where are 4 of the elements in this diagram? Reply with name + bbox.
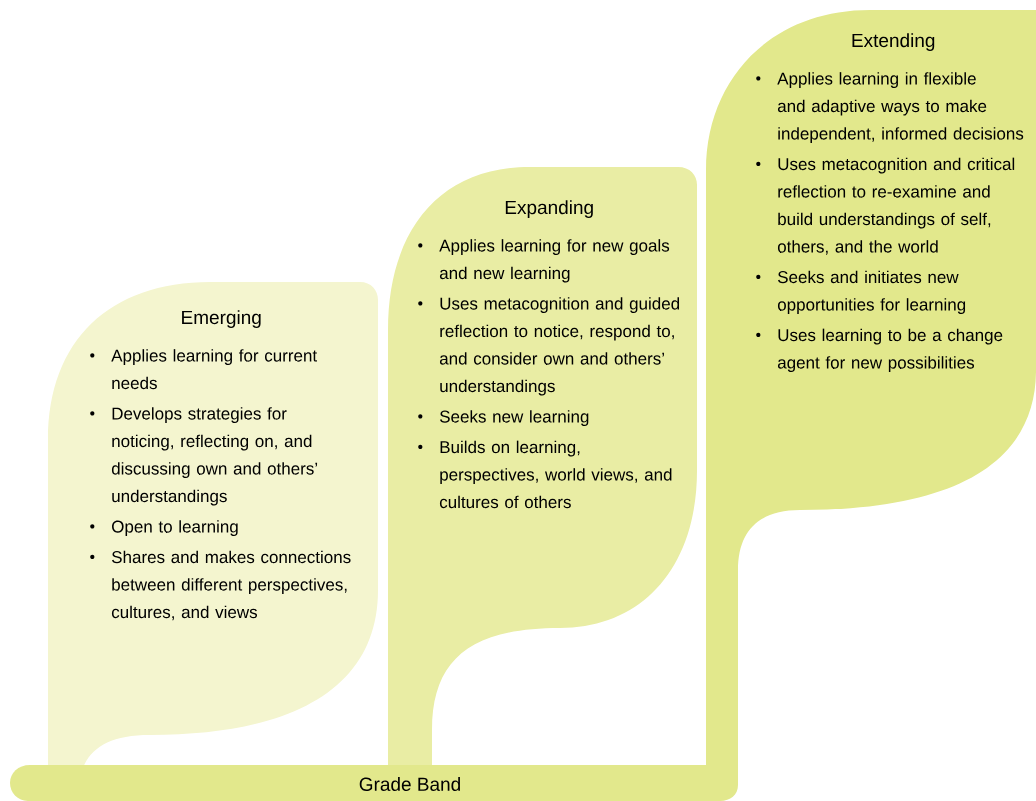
leaf-panel: Extending Applies learning in flexible and adaptive ways to make independent, informed decisions Uses metacognition and critical reflection to re-examine and build understandings of self, others, and the world Seeks and initiates new opportunities for learning Uses learning to be a change agent for new possibilities xyxy=(706,10,1036,770)
grade-band-bar: Grade Band xyxy=(10,765,738,801)
leaf-panel: Expanding Applies learning for new goals and new learning Uses metacognition and guided reflection to notice, respond to, and consider own and others’ understandings Seeks new learning Builds on learning, perspectives, world views, and cultures of others xyxy=(388,167,697,770)
leaf-panel: Emerging Applies learning for current needs Develops strategies for noticing, reflecting on, and discussing own and others’ understandings Open to learning Shares and makes connections between different perspectives, cultures, and views xyxy=(48,282,378,770)
